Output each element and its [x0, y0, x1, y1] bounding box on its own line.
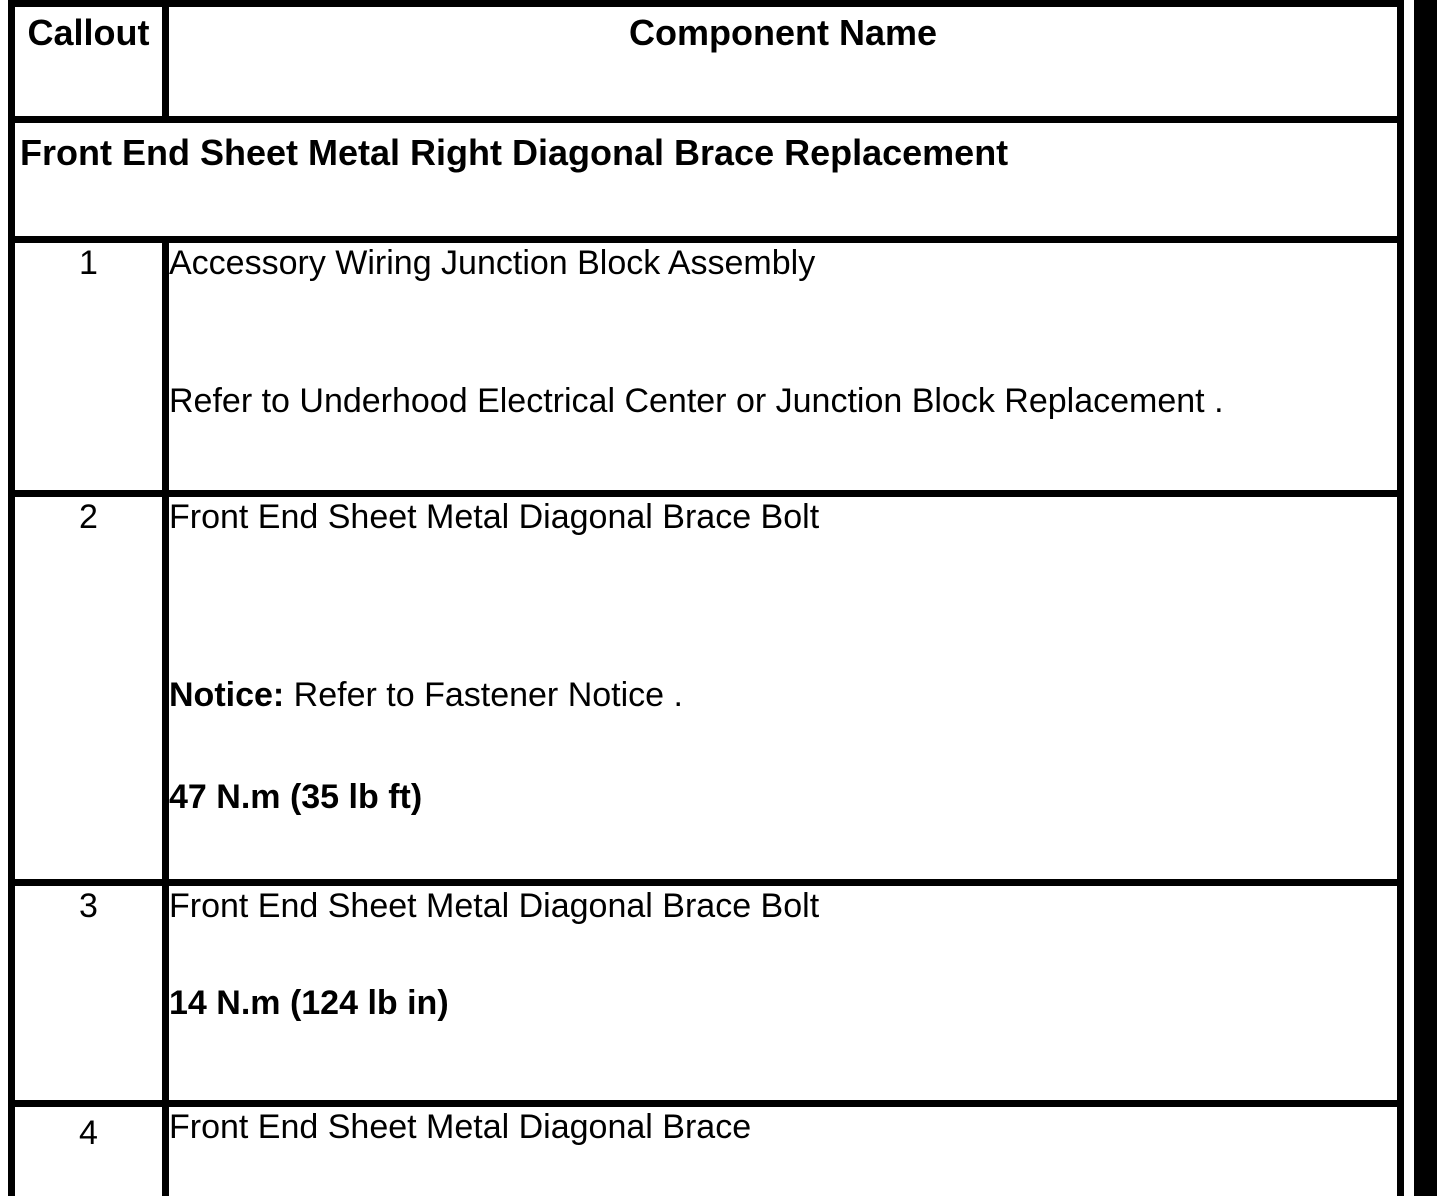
- header-row: Callout Component Name: [8, 0, 1404, 123]
- notice-text: Refer to Fastener Notice .: [284, 676, 683, 714]
- component-name: Accessory Wiring Junction Block Assembly: [169, 244, 816, 283]
- component-name: Front End Sheet Metal Diagonal Brace Bol…: [169, 498, 820, 537]
- callout-number: 1: [8, 236, 169, 497]
- component-name: Front End Sheet Metal Diagonal Brace: [169, 1108, 752, 1147]
- section-title: Front End Sheet Metal Right Diagonal Bra…: [8, 116, 1404, 243]
- component-cell: Accessory Wiring Junction Block Assembly…: [162, 236, 1404, 497]
- table-row: 4 Front End Sheet Metal Diagonal Brace: [8, 1100, 1404, 1196]
- torque-spec: 47 N.m (35 lb ft): [169, 778, 423, 816]
- torque-spec: 14 N.m (124 lb in): [169, 984, 449, 1022]
- notice-note: Notice: Refer to Fastener Notice .: [169, 675, 1394, 715]
- callout-column-header: Callout: [8, 0, 169, 123]
- table-row: 2 Front End Sheet Metal Diagonal Brace B…: [8, 490, 1404, 886]
- callout-number: 2: [8, 490, 169, 886]
- table-row: 3 Front End Sheet Metal Diagonal Brace B…: [8, 879, 1404, 1107]
- callout-number: 3: [8, 879, 169, 1107]
- notice-label: Notice:: [169, 676, 285, 714]
- component-cell: Front End Sheet Metal Diagonal Brace Bol…: [162, 879, 1404, 1107]
- callout-component-table: Callout Component Name Front End Sheet M…: [8, 0, 1404, 1196]
- callout-number: 4: [8, 1100, 169, 1196]
- component-name-column-header: Component Name: [162, 0, 1404, 123]
- section-title-row: Front End Sheet Metal Right Diagonal Bra…: [8, 116, 1404, 243]
- table-row: 1 Accessory Wiring Junction Block Assemb…: [8, 236, 1404, 497]
- component-cell: Front End Sheet Metal Diagonal Brace Bol…: [162, 490, 1404, 886]
- page-edge-bar: [1414, 0, 1437, 1196]
- component-cell: Front End Sheet Metal Diagonal Brace: [162, 1100, 1404, 1196]
- component-name: Front End Sheet Metal Diagonal Brace Bol…: [169, 887, 820, 926]
- reference-note: Refer to Underhood Electrical Center or …: [169, 382, 1224, 420]
